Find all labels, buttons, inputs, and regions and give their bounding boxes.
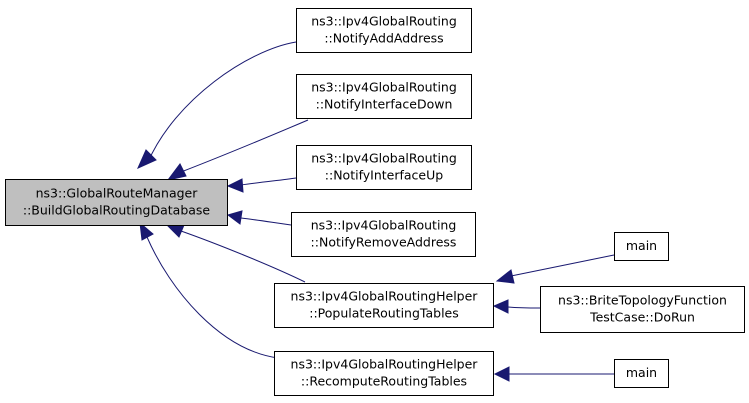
- arrowhead: [137, 149, 157, 169]
- edge-line: [180, 230, 306, 283]
- node-label-line: ::NotifyRemoveAddress: [311, 235, 457, 250]
- node-box[interactable]: [274, 283, 494, 328]
- node-box[interactable]: [296, 74, 472, 119]
- node-box[interactable]: [614, 359, 669, 388]
- edge-line: [180, 119, 309, 173]
- arrowhead: [166, 163, 187, 181]
- node-label-line: ns3::GlobalRouteManager: [36, 186, 199, 201]
- node-label-line: main: [626, 365, 657, 380]
- node-populate-routing-tables[interactable]: ns3::Ipv4GlobalRoutingHelper::PopulateRo…: [274, 283, 494, 328]
- node-notify-remove-address[interactable]: ns3::Ipv4GlobalRouting::NotifyRemoveAddr…: [291, 212, 476, 257]
- node-notify-add-address[interactable]: ns3::Ipv4GlobalRouting::NotifyAddAddress: [296, 8, 472, 53]
- node-label-line: ::PopulateRoutingTables: [309, 306, 459, 321]
- node-notify-interface-up[interactable]: ns3::Ipv4GlobalRouting::NotifyInterfaceU…: [296, 145, 472, 190]
- edge-main-2-to-recompute-routing-tables: [493, 366, 615, 382]
- node-main-2[interactable]: main: [614, 359, 669, 388]
- edge-line: [147, 41, 297, 163]
- node-label-line: main: [626, 238, 657, 253]
- edge-notify-add-address-to-root: [137, 41, 297, 169]
- nodes-layer: ns3::GlobalRouteManager::BuildGlobalRout…: [5, 8, 745, 396]
- node-label-line: ::NotifyInterfaceDown: [316, 97, 453, 112]
- edge-line: [507, 306, 541, 309]
- edge-notify-interface-up-to-root: [226, 177, 297, 193]
- node-box[interactable]: [5, 179, 228, 226]
- node-label-line: ns3::Ipv4GlobalRouting: [311, 80, 457, 95]
- node-label-line: ns3::Ipv4GlobalRouting: [311, 151, 457, 166]
- edge-line: [146, 236, 279, 359]
- edges-layer: [137, 41, 615, 382]
- edge-populate-routing-tables-to-root: [166, 224, 306, 283]
- node-box[interactable]: [540, 286, 745, 333]
- node-label-line: TestCase::DoRun: [589, 310, 695, 325]
- edge-notify-remove-address-to-root: [226, 210, 292, 226]
- arrowhead: [226, 178, 244, 193]
- node-label-line: ::RecomputeRoutingTables: [301, 374, 467, 389]
- edge-recompute-routing-tables-to-root: [139, 221, 279, 359]
- node-recompute-routing-tables[interactable]: ns3::Ipv4GlobalRoutingHelper::RecomputeR…: [274, 351, 494, 396]
- node-label-line: ns3::Ipv4GlobalRouting: [311, 218, 457, 233]
- node-label-line: ns3::BriteTopologyFunction: [558, 293, 727, 308]
- node-box[interactable]: [274, 351, 494, 396]
- arrowhead: [166, 224, 185, 238]
- node-label-line: ::NotifyInterfaceUp: [325, 168, 443, 183]
- edge-notify-interface-down-to-root: [166, 119, 309, 181]
- node-notify-interface-down[interactable]: ns3::Ipv4GlobalRouting::NotifyInterfaceD…: [296, 74, 472, 119]
- edge-line: [240, 177, 297, 186]
- arrowhead: [493, 366, 510, 382]
- arrowhead: [492, 299, 509, 314]
- node-root[interactable]: ns3::GlobalRouteManager::BuildGlobalRout…: [5, 179, 228, 226]
- node-label-line: ns3::Ipv4GlobalRoutingHelper: [291, 289, 479, 304]
- edge-main-1-to-populate-routing-tables: [495, 254, 615, 284]
- arrowhead: [139, 221, 154, 241]
- arrowhead: [495, 269, 515, 284]
- node-brite-do-run[interactable]: ns3::BriteTopologyFunctionTestCase::DoRu…: [540, 286, 745, 333]
- edge-brite-do-run-to-populate-routing-tables: [492, 299, 541, 314]
- edge-line: [240, 217, 292, 226]
- node-box[interactable]: [296, 8, 472, 53]
- node-label-line: ns3::Ipv4GlobalRoutingHelper: [291, 357, 479, 372]
- node-box[interactable]: [614, 232, 669, 261]
- node-box[interactable]: [291, 212, 476, 257]
- node-box[interactable]: [296, 145, 472, 190]
- edge-line: [510, 254, 615, 277]
- node-label-line: ns3::Ipv4GlobalRouting: [311, 14, 457, 29]
- node-main-1[interactable]: main: [614, 232, 669, 261]
- node-label-line: ::BuildGlobalRoutingDatabase: [23, 203, 211, 218]
- arrowhead: [226, 210, 243, 225]
- node-label-line: ::NotifyAddAddress: [324, 31, 443, 46]
